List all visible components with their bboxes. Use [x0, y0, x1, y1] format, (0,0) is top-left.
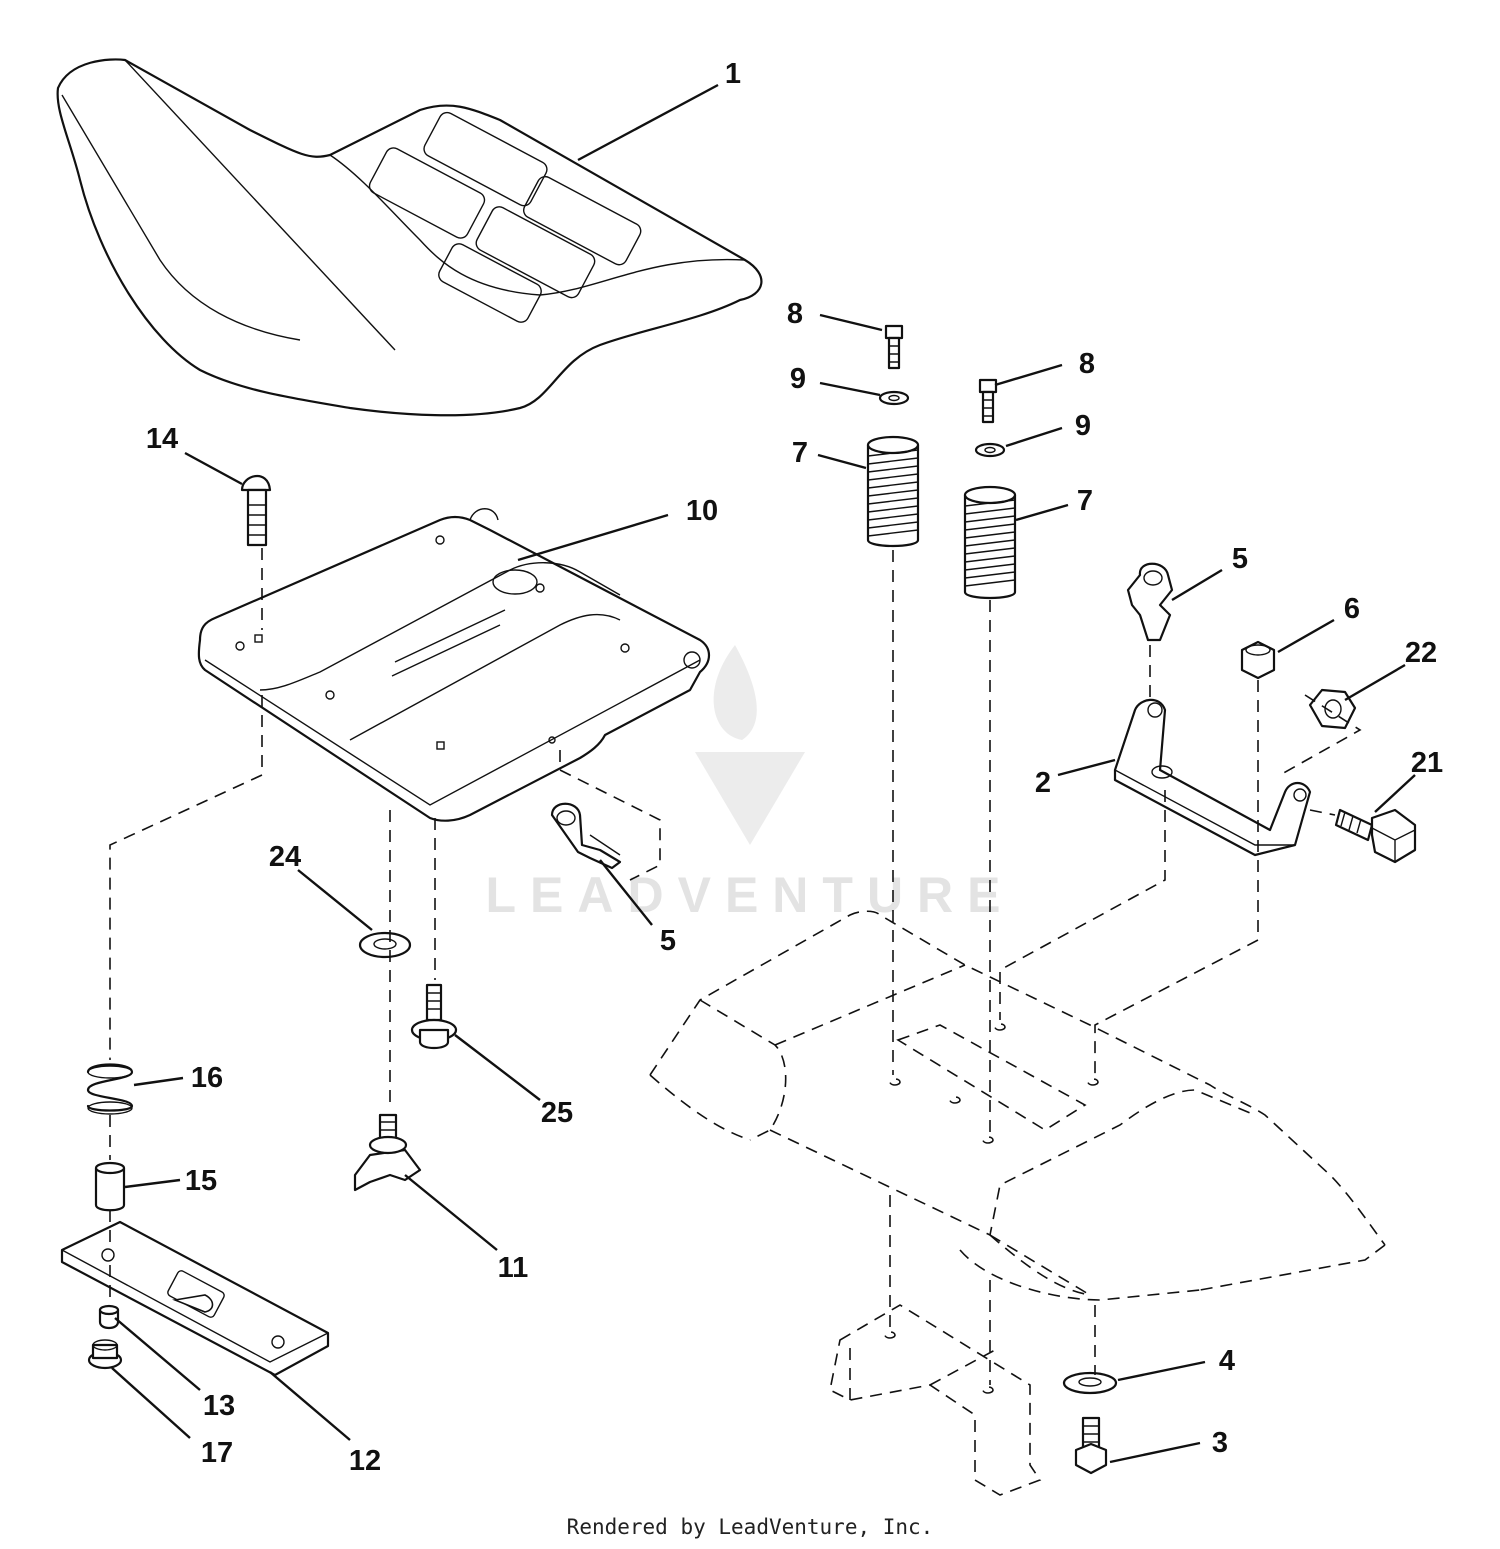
part-flange-nut: [87, 1339, 123, 1370]
part-carriage-bolt: [240, 474, 272, 547]
watermark-flame-icon: [713, 645, 757, 740]
assembly-lines: [109, 548, 1362, 1385]
callout-21: 21: [1411, 747, 1443, 779]
callout-1: 1: [725, 58, 741, 90]
part-spring-small: [86, 1063, 134, 1115]
watermark: LEADVENTURE: [485, 645, 1014, 923]
part-adjusting-knob: [353, 1113, 422, 1192]
callout-10: 10: [686, 495, 718, 527]
callout-5-right: 5: [1232, 543, 1248, 575]
part-washer-left: [878, 390, 910, 406]
part-spring-left: [866, 435, 920, 548]
callout-13: 13: [203, 1390, 235, 1422]
part-frame-bolt: [1074, 1416, 1108, 1475]
part-seat-pan: [197, 508, 711, 822]
callout-14: 14: [146, 423, 178, 455]
part-flange-bolt: [1334, 808, 1417, 864]
callout-25: 25: [541, 1097, 573, 1129]
part-clip-left: [550, 802, 622, 870]
part-lock-nut: [1240, 640, 1276, 680]
callout-8-left: 8: [787, 298, 803, 330]
callout-6: 6: [1344, 593, 1360, 625]
callout-8-right: 8: [1079, 348, 1095, 380]
callout-5-left: 5: [660, 925, 676, 957]
callout-4: 4: [1219, 1345, 1235, 1377]
callout-9-left: 9: [790, 363, 806, 395]
part-nut-small: [98, 1304, 120, 1330]
part-hex-nut: [1308, 688, 1357, 730]
callout-15: 15: [185, 1165, 217, 1197]
leader-lines: [111, 83, 1416, 1464]
callout-17: 17: [201, 1437, 233, 1469]
callout-7-left: 7: [792, 437, 808, 469]
callout-3: 3: [1212, 1427, 1228, 1459]
tractor-frame-phantom: [649, 910, 1386, 1496]
callout-22: 22: [1405, 637, 1437, 669]
part-washer-frame: [1062, 1371, 1118, 1395]
watermark-text: LEADVENTURE: [485, 867, 1014, 923]
part-washer-seatpan: [358, 931, 412, 959]
part-clip-right: [1126, 562, 1174, 642]
part-seat: [56, 58, 763, 417]
part-bracket-plate: [60, 1220, 330, 1377]
callout-24: 24: [269, 841, 301, 873]
callouts: 1 2 3 4 5 5 6 7 7 8 8 9 9 10 11 12 13 14…: [146, 58, 1443, 1477]
footer-credit: Rendered by LeadVenture, Inc.: [566, 1515, 934, 1539]
callout-7-right: 7: [1077, 485, 1093, 517]
callout-9-right: 9: [1075, 410, 1091, 442]
part-washer-right: [974, 442, 1006, 458]
callout-2: 2: [1035, 767, 1051, 799]
callout-11: 11: [498, 1252, 529, 1284]
part-spring-right: [963, 485, 1017, 600]
callout-12: 12: [349, 1445, 381, 1477]
part-hex-bolt-left: [884, 324, 904, 370]
part-shoulder-bolt: [410, 983, 458, 1050]
part-hex-bolt-right: [978, 378, 998, 424]
part-mounting-bracket: [1113, 698, 1312, 857]
part-spacer: [94, 1161, 126, 1212]
watermark-v-icon: [695, 752, 805, 845]
callout-16: 16: [191, 1062, 223, 1094]
